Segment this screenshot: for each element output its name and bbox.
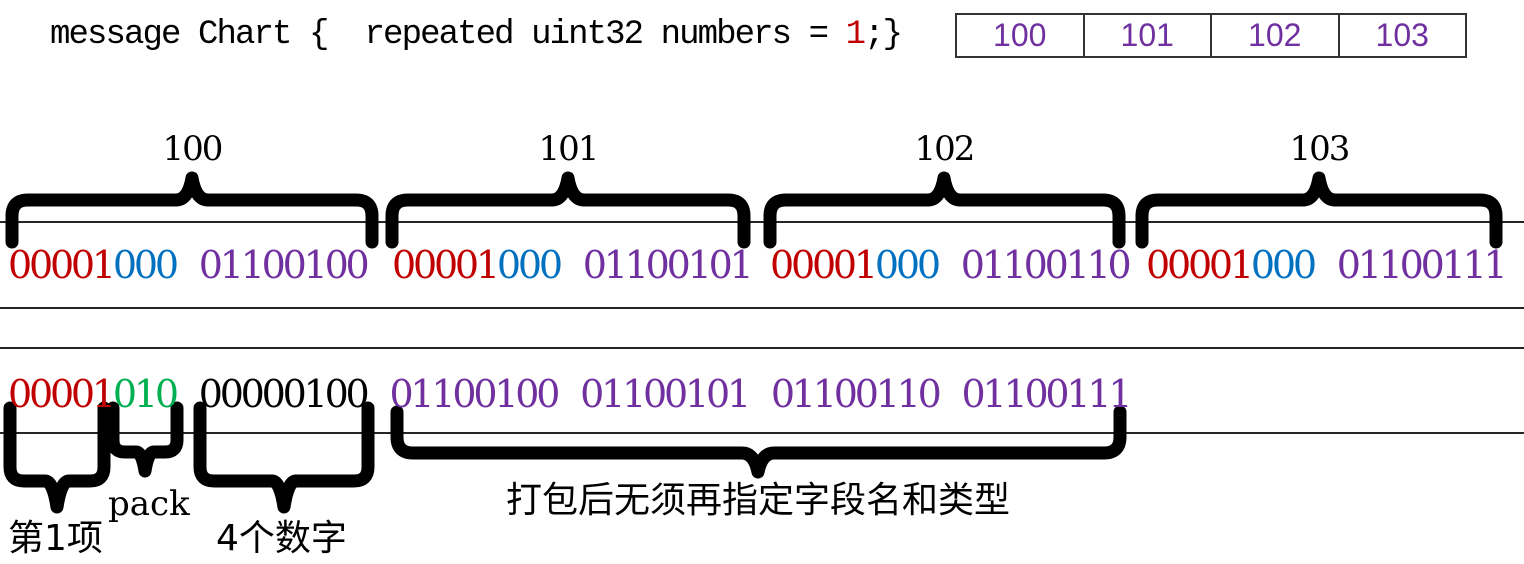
group-label: 102 bbox=[914, 129, 976, 169]
label-payload: 打包后无须再指定字段名和类型 bbox=[505, 480, 1010, 521]
group-label: 101 bbox=[538, 129, 600, 169]
values-table-cell: 102 bbox=[1210, 15, 1338, 56]
packed-bytes: 00001010 00000100 01100100 01100101 0110… bbox=[8, 372, 1133, 416]
unpacked-group-bytes: 00001000 01100101 bbox=[392, 243, 754, 287]
brace-unpacked-group-2 bbox=[385, 171, 751, 249]
brace-unpacked-group-1 bbox=[5, 171, 379, 249]
unpacked-group-bytes: 00001000 01100100 bbox=[8, 243, 370, 287]
brace-unpacked-group-3 bbox=[763, 171, 1126, 249]
brace-pack bbox=[106, 401, 184, 478]
values-table-cell: 103 bbox=[1337, 15, 1466, 56]
values-table-cell: 101 bbox=[1082, 15, 1211, 56]
brace-count bbox=[193, 401, 375, 514]
unpacked-group-bytes: 00001000 01100111 bbox=[1146, 243, 1508, 287]
brace-payload bbox=[390, 405, 1127, 479]
label-pack: pack bbox=[108, 484, 190, 524]
group-label: 103 bbox=[1289, 129, 1351, 169]
label-count: 4个数字 bbox=[216, 518, 347, 559]
brace-item1 bbox=[3, 401, 111, 514]
proto-definition: message Chart { repeated uint32 numbers … bbox=[50, 16, 903, 54]
group-label: 100 bbox=[162, 129, 224, 169]
values-table-cell: 100 bbox=[993, 17, 1047, 53]
brace-unpacked-group-4 bbox=[1135, 171, 1503, 249]
label-item1: 第1项 bbox=[8, 518, 103, 559]
values-table: 100 101 102 103 bbox=[955, 13, 1467, 58]
unpacked-group-bytes: 00001000 01100110 bbox=[770, 243, 1132, 287]
